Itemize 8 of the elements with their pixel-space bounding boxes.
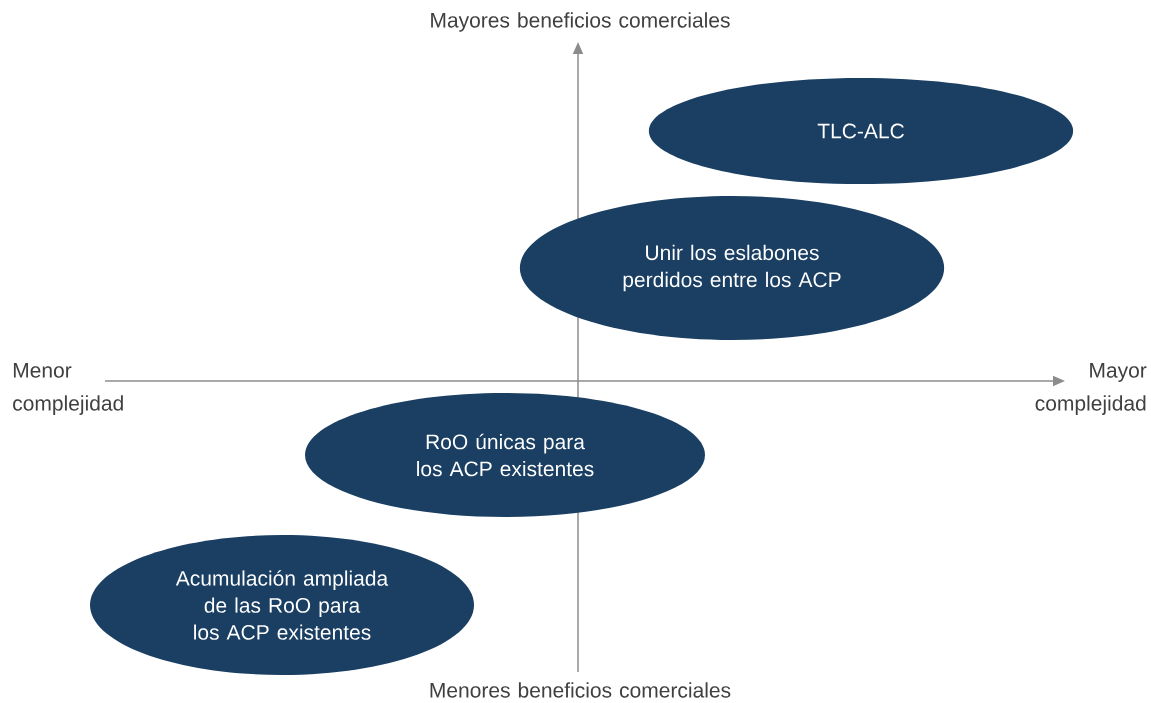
axis-label: Mayor complejidad bbox=[1035, 363, 1147, 415]
ellipse-node: Unir los eslabones perdidos entre los ACP bbox=[519, 196, 945, 340]
ellipse-node: TLC-ALC bbox=[648, 78, 1074, 184]
axis-label: Menor complejidad bbox=[13, 363, 123, 415]
ellipse-node: RoO únicas para los ACP existentes bbox=[305, 393, 705, 517]
ellipse-node: Acumulación ampliada de las RoO para los ACP existentes bbox=[90, 535, 474, 675]
axis-label: Mayores beneficios comerciales bbox=[431, 12, 730, 32]
axis-label: Menores beneficios comerciales bbox=[430, 682, 731, 698]
